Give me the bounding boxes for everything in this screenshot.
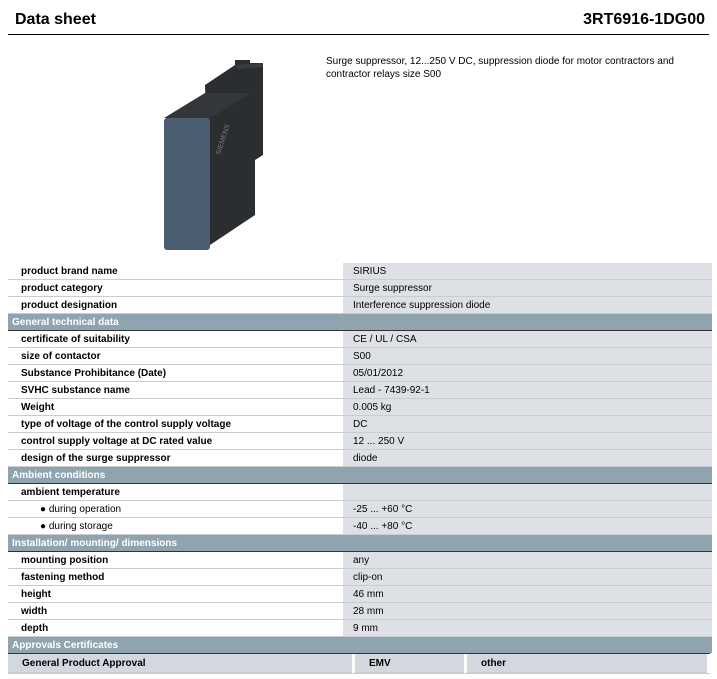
spec-label: Substance Prohibitance (Date) (8, 364, 343, 382)
spec-value: 28 mm (343, 602, 712, 620)
spec-value: 12 ... 250 V (343, 432, 712, 450)
spec-value: diode (343, 449, 712, 467)
approval-other: other (465, 654, 710, 673)
spec-label: product brand name (8, 263, 343, 280)
spec-label: fastening method (8, 568, 343, 586)
table-row: ambient temperature (8, 483, 712, 501)
spec-value: clip-on (343, 568, 712, 586)
spec-value: S00 (343, 347, 712, 365)
spec-value: 0.005 kg (343, 398, 712, 416)
spec-value: SIRIUS (343, 263, 712, 280)
product-image: SIEMENS (164, 60, 263, 250)
spec-label: ● during storage (8, 517, 343, 535)
spec-label: control supply voltage at DC rated value (8, 432, 343, 450)
spec-label: ● during operation (8, 500, 343, 518)
product-description: Surge suppressor, 12...250 V DC, suppres… (326, 56, 674, 80)
spec-label: product designation (8, 296, 343, 314)
section-title: General technical data (8, 313, 712, 331)
spec-label: product category (8, 279, 343, 297)
section-title: Approvals Certificates (8, 636, 712, 654)
page-title: Data sheet (15, 11, 96, 28)
spec-label: design of the surge suppressor (8, 449, 343, 467)
spec-label: type of voltage of the control supply vo… (8, 415, 343, 433)
spec-value: any (343, 551, 712, 569)
table-row: ● during storage-40 ... +80 °C (8, 517, 712, 535)
spec-value (343, 483, 712, 501)
spec-value: 05/01/2012 (343, 364, 712, 382)
table-row: type of voltage of the control supply vo… (8, 415, 712, 433)
approval-general: General Product Approval (8, 654, 355, 673)
spec-value: CE / UL / CSA (343, 330, 712, 348)
spec-value: DC (343, 415, 712, 433)
product-code: 3RT6916-1DG00 (583, 11, 705, 28)
spec-label: SVHC substance name (8, 381, 343, 399)
spec-label: size of contactor (8, 347, 343, 365)
spec-value: -25 ... +60 °C (343, 500, 712, 518)
spec-value: Lead - 7439-92-1 (343, 381, 712, 399)
section-header: Approvals Certificates (8, 636, 712, 654)
page-header: Data sheet 3RT6916-1DG00 (8, 6, 709, 35)
section-header: Ambient conditions (8, 466, 712, 484)
spec-label: height (8, 585, 343, 603)
spec-label: width (8, 602, 343, 620)
spec-label: Weight (8, 398, 343, 416)
section-title: Ambient conditions (8, 466, 712, 484)
spec-value: -40 ... +80 °C (343, 517, 712, 535)
spec-label: ambient temperature (8, 483, 343, 501)
section-title: Installation/ mounting/ dimensions (8, 534, 712, 552)
section-header: General technical data (8, 313, 712, 331)
spec-label: certificate of suitability (8, 330, 343, 348)
spec-label: mounting position (8, 551, 343, 569)
approval-emv: EMV (353, 654, 467, 673)
table-row: control supply voltage at DC rated value… (8, 432, 712, 450)
spec-label: depth (8, 619, 343, 637)
spec-value: Interference suppression diode (343, 296, 712, 314)
spec-value: Surge suppressor (343, 279, 712, 297)
spec-value: 46 mm (343, 585, 712, 603)
section-header: Installation/ mounting/ dimensions (8, 534, 712, 552)
spec-value: 9 mm (343, 619, 712, 637)
table-row: ● during operation-25 ... +60 °C (8, 500, 712, 518)
table-row: Substance Prohibitance (Date)05/01/2012 (8, 364, 712, 382)
